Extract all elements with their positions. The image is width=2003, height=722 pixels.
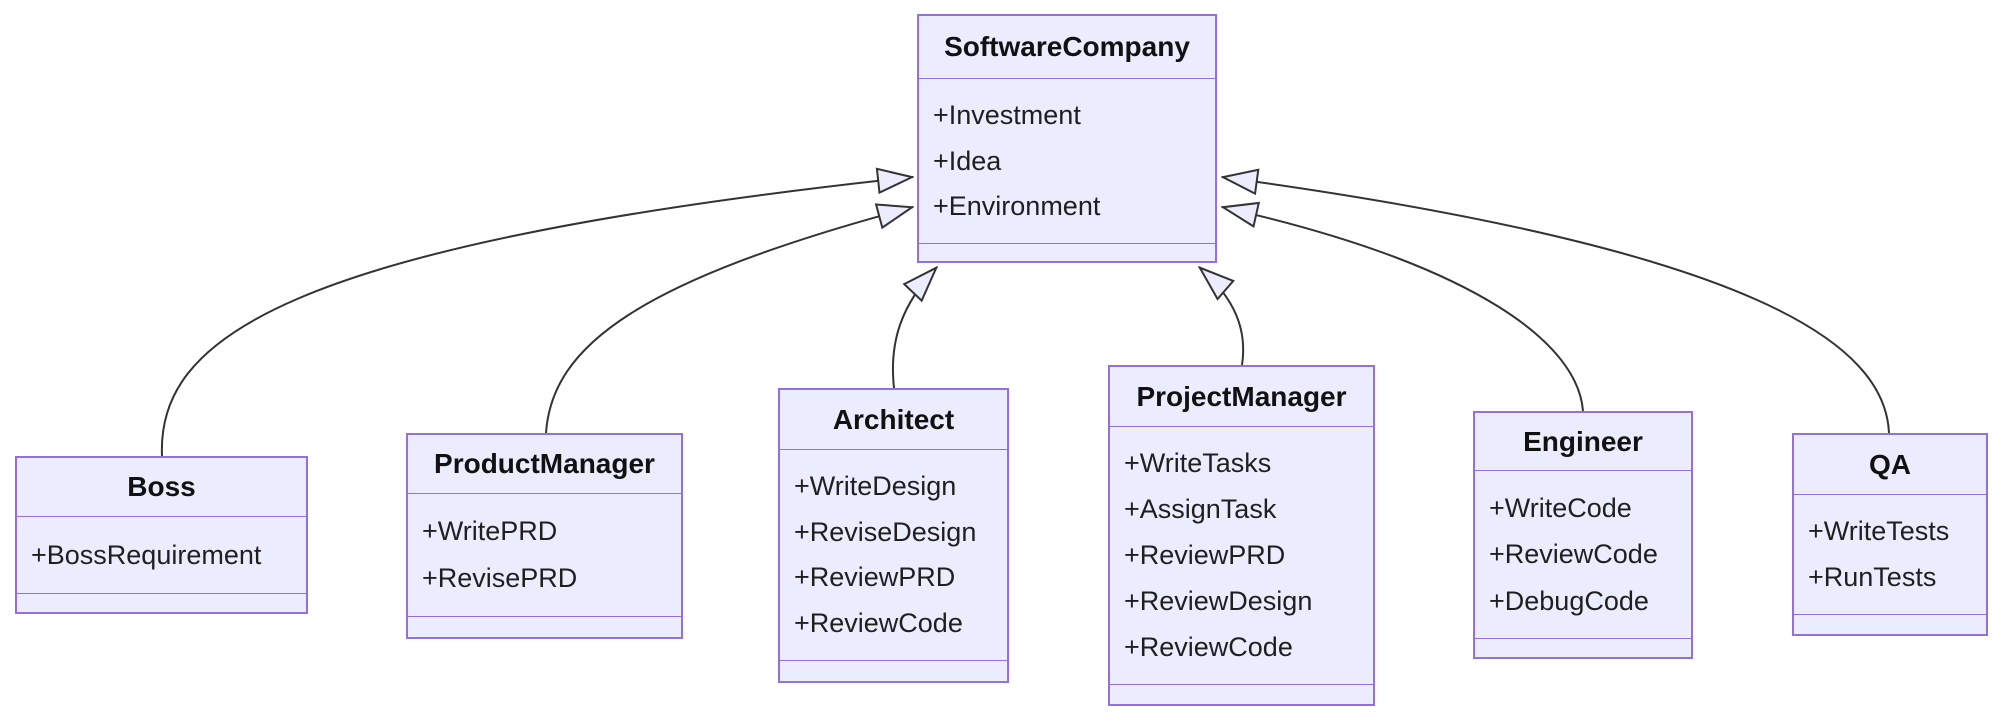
class-member: +Environment bbox=[933, 191, 1101, 222]
class-member: +ReviewDesign bbox=[1124, 586, 1313, 616]
members-compartment: +WriteDesign +ReviseDesign +ReviewPRD +R… bbox=[780, 450, 1007, 661]
inheritance-edge-architect bbox=[891, 267, 937, 389]
class-member: +AssignTask bbox=[1124, 494, 1277, 524]
members-compartment: +WriteTasks +AssignTask +ReviewPRD +Revi… bbox=[1110, 427, 1373, 685]
class-node-architect: Architect +WriteDesign +ReviseDesign +Re… bbox=[778, 388, 1009, 683]
inheritance-edge-engineer bbox=[1222, 207, 1584, 412]
methods-compartment bbox=[780, 661, 1007, 681]
inheritance-edge-product-manager bbox=[545, 207, 913, 434]
members-compartment: +WritePRD +RevisePRD bbox=[408, 494, 681, 617]
class-member: +ReviewCode bbox=[794, 608, 963, 639]
inheritance-edge-project-manager bbox=[1199, 267, 1245, 366]
class-member: +Idea bbox=[933, 145, 1002, 176]
class-title: Boss bbox=[17, 458, 306, 517]
members-compartment: +WriteCode +ReviewCode +DebugCode bbox=[1475, 471, 1691, 639]
class-node-project-manager: ProjectManager +WriteTasks +AssignTask +… bbox=[1108, 365, 1375, 706]
methods-compartment bbox=[1794, 615, 1986, 634]
class-member: +WriteCode bbox=[1489, 492, 1632, 523]
inheritance-edge-boss bbox=[160, 177, 913, 457]
members-compartment: +Investment +Idea +Environment bbox=[919, 79, 1215, 244]
class-member: +ReviseDesign bbox=[794, 516, 977, 547]
class-member: +WritePRD bbox=[422, 516, 558, 546]
class-member: +RevisePRD bbox=[422, 563, 578, 593]
class-member: +DebugCode bbox=[1489, 585, 1649, 616]
class-member: +ReviewCode bbox=[1124, 632, 1293, 662]
methods-compartment bbox=[1110, 685, 1373, 704]
methods-compartment bbox=[1475, 639, 1691, 657]
class-member: +ReviewCode bbox=[1489, 539, 1658, 569]
class-member: +BossRequirement bbox=[31, 539, 262, 570]
class-title: QA bbox=[1794, 435, 1986, 495]
class-member: +RunTests bbox=[1808, 562, 1937, 592]
class-title: ProjectManager bbox=[1110, 367, 1373, 427]
class-node-qa: QA +WriteTests +RunTests bbox=[1792, 433, 1988, 636]
class-member: +WriteTasks bbox=[1124, 448, 1272, 478]
class-member: +WriteDesign bbox=[794, 470, 957, 501]
class-node-software-company: SoftwareCompany +Investment +Idea +Envir… bbox=[917, 14, 1217, 263]
members-compartment: +WriteTests +RunTests bbox=[1794, 495, 1986, 615]
members-compartment: +BossRequirement bbox=[17, 517, 306, 594]
class-title: Engineer bbox=[1475, 413, 1691, 471]
class-title: Architect bbox=[780, 390, 1007, 450]
class-title: ProductManager bbox=[408, 435, 681, 494]
class-node-product-manager: ProductManager +WritePRD +RevisePRD bbox=[406, 433, 683, 639]
inheritance-edge-qa bbox=[1222, 177, 1890, 434]
methods-compartment bbox=[17, 594, 306, 612]
methods-compartment bbox=[408, 617, 681, 637]
class-node-engineer: Engineer +WriteCode +ReviewCode +DebugCo… bbox=[1473, 411, 1693, 659]
class-member: +Investment bbox=[933, 99, 1081, 130]
class-title: SoftwareCompany bbox=[919, 16, 1215, 79]
class-node-boss: Boss +BossRequirement bbox=[15, 456, 308, 614]
class-member: +WriteTests bbox=[1808, 516, 1950, 546]
class-member: +ReviewPRD bbox=[794, 562, 956, 593]
methods-compartment bbox=[919, 244, 1215, 261]
class-member: +ReviewPRD bbox=[1124, 540, 1286, 570]
